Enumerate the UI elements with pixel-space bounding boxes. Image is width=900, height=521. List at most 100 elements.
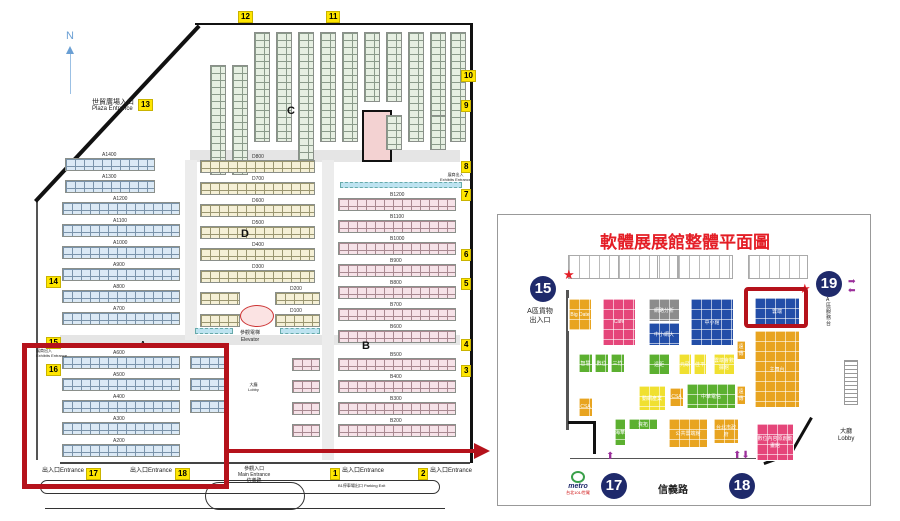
inset-booth[interactable]: 網路分析 bbox=[648, 298, 680, 322]
booth-row-d[interactable] bbox=[200, 226, 315, 239]
booth-column-c[interactable] bbox=[450, 32, 466, 142]
booth-row-d[interactable] bbox=[200, 182, 315, 195]
inset-booth[interactable]: 數位 bbox=[594, 353, 609, 373]
inset-booth[interactable]: CSA bbox=[578, 397, 593, 417]
booth-row-a[interactable] bbox=[62, 422, 180, 435]
booth-row-d[interactable] bbox=[200, 204, 315, 217]
inset-booth[interactable]: Cafe bbox=[602, 298, 636, 346]
booth-column-c[interactable] bbox=[364, 32, 380, 102]
booth-row-a[interactable] bbox=[62, 246, 180, 259]
plaza-entrance-en: Plaza Entrance bbox=[92, 106, 133, 112]
booth-row-d[interactable] bbox=[275, 314, 320, 327]
inset-booth[interactable]: 動網產業 bbox=[638, 385, 666, 411]
inset-booth[interactable]: 元碩 bbox=[678, 353, 692, 375]
booth-column-c[interactable] bbox=[232, 65, 248, 175]
booth-row-d[interactable] bbox=[200, 160, 315, 173]
wall bbox=[568, 421, 594, 424]
booth-column-c[interactable] bbox=[386, 115, 402, 150]
booth-row-a[interactable] bbox=[62, 290, 180, 303]
booth-column-c[interactable] bbox=[430, 115, 446, 150]
section-label-a: A1300 bbox=[102, 174, 117, 180]
booth-column-c[interactable] bbox=[210, 65, 226, 175]
booth-row-b[interactable] bbox=[338, 242, 456, 255]
zone-label-d: D bbox=[241, 228, 249, 240]
booth-row-a[interactable] bbox=[62, 268, 180, 281]
booth-row-b[interactable] bbox=[292, 424, 320, 437]
booth-column-c[interactable] bbox=[298, 32, 314, 172]
booth-row-b[interactable] bbox=[292, 380, 320, 393]
inset-booth[interactable]: 三竹 bbox=[610, 353, 625, 373]
booth-row-b[interactable] bbox=[338, 358, 456, 371]
booth-row-d[interactable] bbox=[200, 292, 240, 305]
booth-row-b[interactable] bbox=[338, 380, 456, 393]
inset-booth[interactable]: 雲端 bbox=[754, 297, 800, 325]
section-label-a: A700 bbox=[113, 306, 125, 312]
booth-column-c[interactable] bbox=[276, 32, 292, 142]
inset-booth[interactable]: CSA bbox=[669, 387, 684, 407]
section-label-b: B800 bbox=[390, 280, 402, 286]
booth-column-c[interactable] bbox=[386, 32, 402, 102]
highlight-arrow-line bbox=[228, 449, 476, 453]
booth-row-d[interactable] bbox=[275, 292, 320, 305]
booth-row-b[interactable] bbox=[338, 424, 456, 437]
inset-booth[interactable]: 台北市政府 bbox=[713, 418, 739, 444]
booth-column-c[interactable] bbox=[408, 32, 424, 142]
gate-15-badge: 15 bbox=[530, 276, 556, 302]
inset-booth[interactable]: 資拓 bbox=[628, 418, 658, 430]
booth-row-b[interactable] bbox=[338, 330, 456, 343]
inset-booth[interactable]: 佳平 bbox=[693, 353, 707, 375]
inset-booth[interactable]: 中華電信 bbox=[686, 383, 736, 409]
booth-row-a[interactable] bbox=[62, 312, 180, 325]
gate-5-badge: 5 bbox=[461, 278, 472, 290]
booth-row-b[interactable] bbox=[338, 402, 456, 415]
booth-row-d[interactable] bbox=[200, 248, 315, 261]
booth-row-b[interactable] bbox=[338, 286, 456, 299]
section-label-b: B900 bbox=[390, 258, 402, 264]
inset-booth[interactable]: 主舞台 bbox=[754, 330, 800, 408]
booth-row-a[interactable] bbox=[62, 444, 180, 457]
section-label-d: D200 bbox=[290, 286, 302, 292]
section-label-a: A900 bbox=[113, 262, 125, 268]
booth-row-a[interactable] bbox=[65, 158, 155, 171]
booth-row-a[interactable] bbox=[62, 378, 180, 391]
inset-booth[interactable]: 遠距 bbox=[648, 353, 670, 375]
inset-booth[interactable]: 雲端會數據館 bbox=[713, 353, 735, 375]
section-label-a: A1400 bbox=[102, 152, 117, 158]
inset-booth[interactable]: 中小館 bbox=[690, 298, 734, 346]
booth-column-c[interactable] bbox=[254, 32, 270, 142]
booth-row-a[interactable] bbox=[65, 180, 155, 193]
inset-booth[interactable]: Big Date bbox=[568, 298, 592, 331]
booth-row-a[interactable] bbox=[62, 224, 180, 237]
booth-column-c[interactable] bbox=[342, 32, 358, 142]
booth-row-d[interactable] bbox=[200, 270, 315, 283]
booth-row-b[interactable] bbox=[338, 308, 456, 321]
inset-booth[interactable]: 公共雲端館 bbox=[668, 418, 708, 448]
booth-row-a[interactable] bbox=[62, 356, 180, 369]
booth-column-c[interactable] bbox=[320, 32, 336, 142]
inset-booth[interactable]: 遠傳 bbox=[736, 385, 746, 405]
booth-row-a[interactable] bbox=[62, 202, 180, 215]
inset-booth[interactable]: 中小網大 bbox=[648, 322, 680, 346]
booth-row-b[interactable] bbox=[338, 198, 456, 211]
inset-booth[interactable]: 遠傳 bbox=[736, 340, 746, 360]
inset-booth[interactable]: 智慧 bbox=[578, 353, 593, 373]
water-strip bbox=[195, 328, 233, 334]
inset-booth[interactable]: 海華 bbox=[614, 418, 626, 446]
booth-row-b[interactable] bbox=[292, 358, 320, 371]
gate-9-badge: 9 bbox=[461, 100, 472, 112]
gate-19-badge: 19 bbox=[816, 271, 842, 297]
cargo-entrance-label: A區貨物出入口 bbox=[527, 308, 553, 324]
booth-row-b[interactable] bbox=[338, 264, 456, 277]
booth-row-b[interactable] bbox=[338, 220, 456, 233]
inset-top-booths bbox=[618, 255, 678, 279]
booth-row-d[interactable] bbox=[200, 314, 240, 327]
section-label-b: B1000 bbox=[390, 236, 405, 242]
inset-booth[interactable]: 數位內容原創動畫館 bbox=[756, 423, 794, 461]
section-label-d: D500 bbox=[252, 220, 264, 226]
booth-row-a[interactable] bbox=[62, 400, 180, 413]
lobby-zh: 大廳 bbox=[249, 382, 258, 387]
booth-row-b[interactable] bbox=[292, 402, 320, 415]
booth-column-c[interactable] bbox=[430, 32, 446, 142]
metro-icon bbox=[571, 471, 585, 483]
aisle bbox=[60, 335, 460, 345]
